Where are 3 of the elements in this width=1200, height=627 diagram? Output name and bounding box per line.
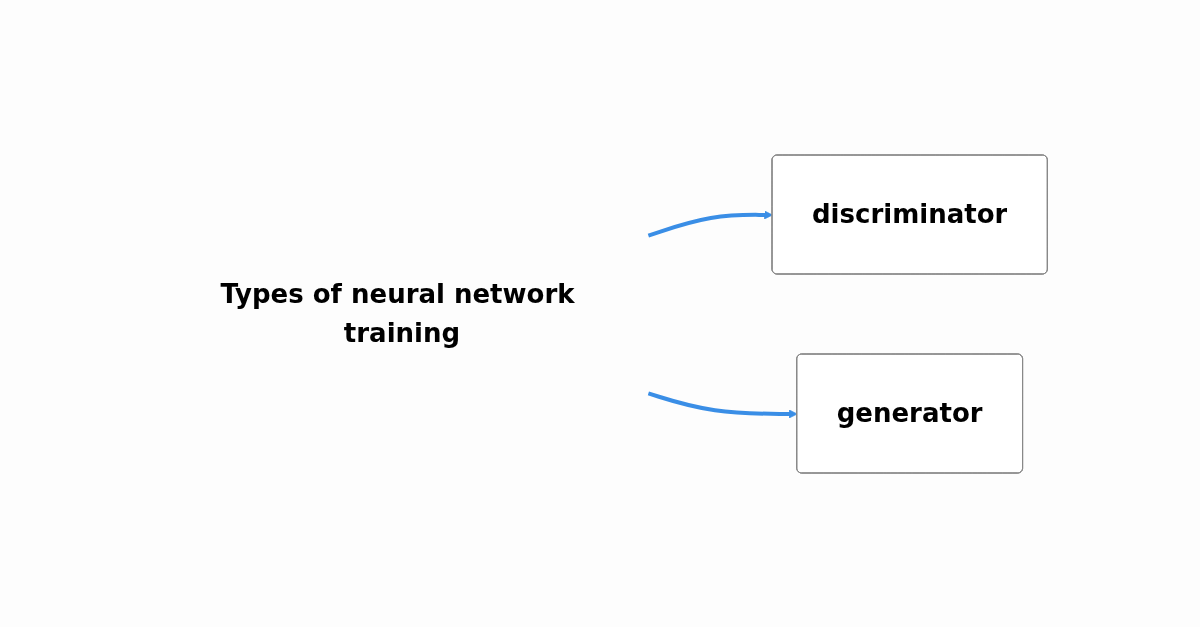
arrow xyxy=(648,210,774,237)
node-text: Types of neural network training xyxy=(220,278,575,348)
arrow xyxy=(648,391,798,418)
